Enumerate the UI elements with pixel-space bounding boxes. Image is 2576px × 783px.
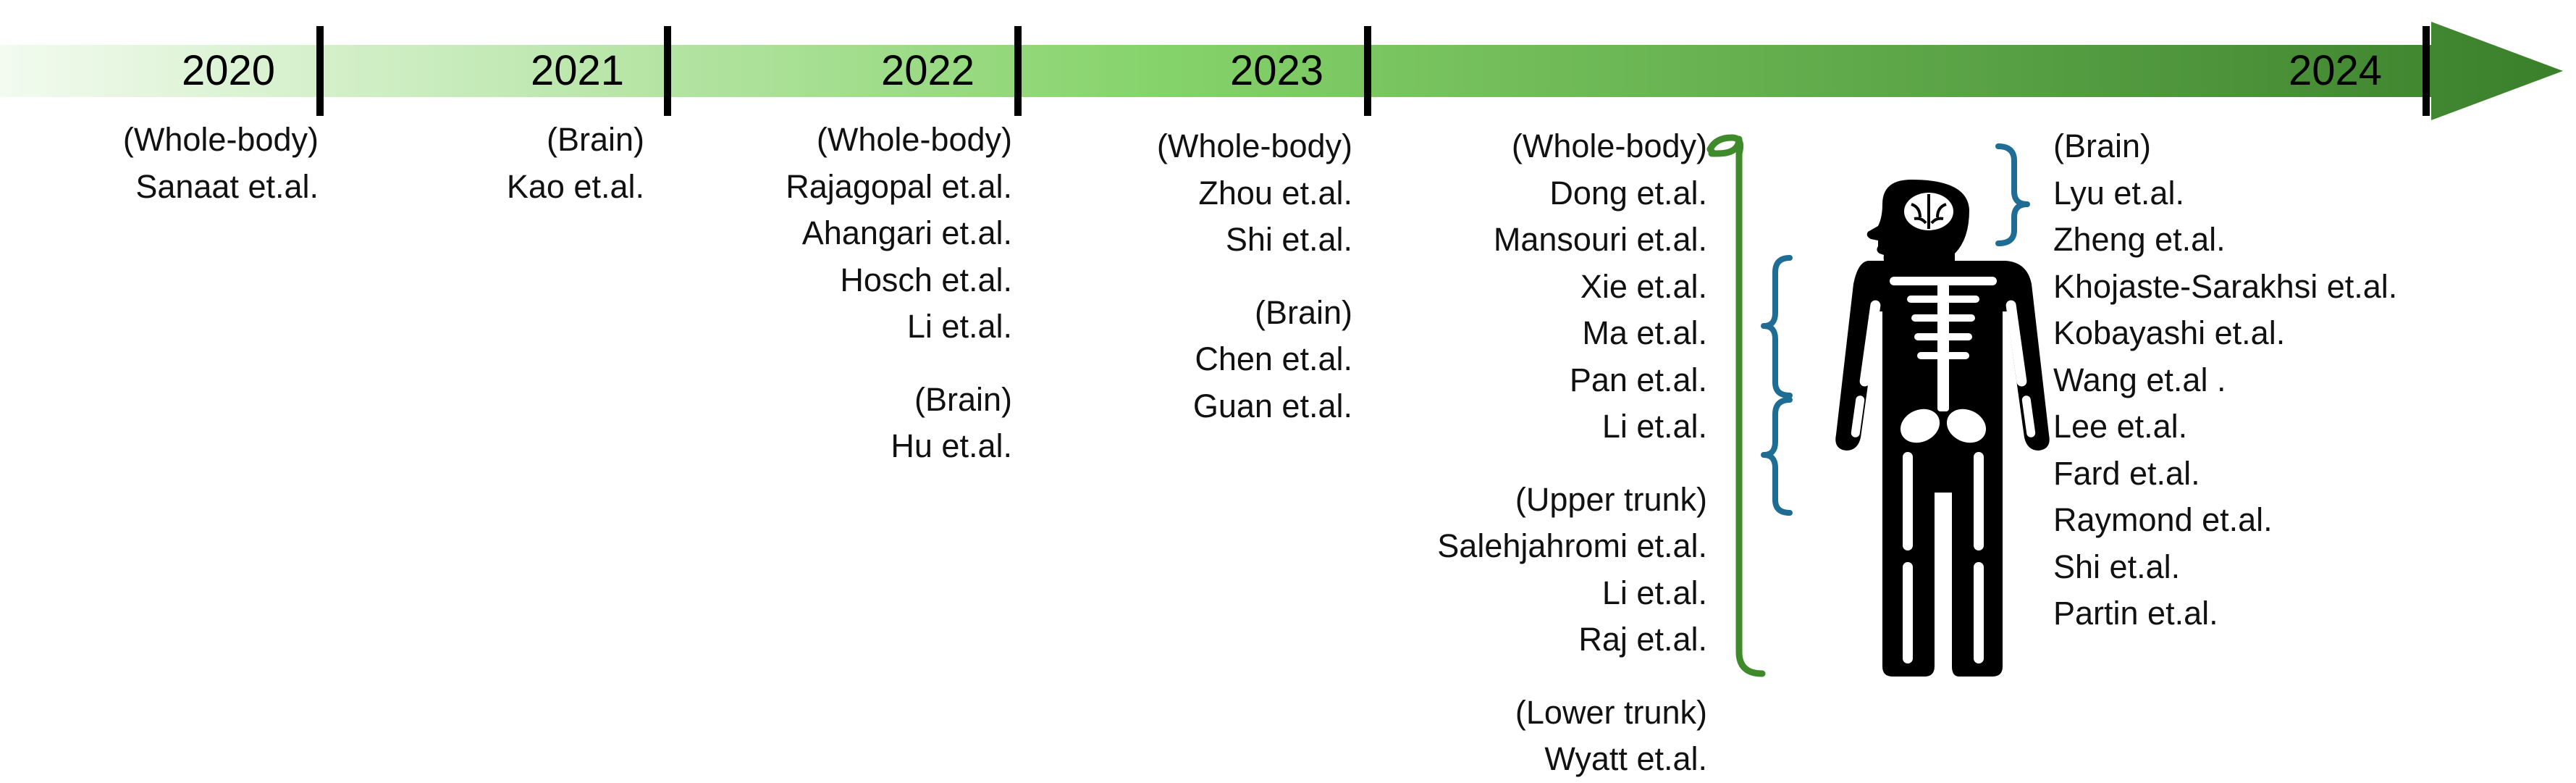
region-label: (Lower trunk) (1515, 693, 1707, 731)
brace-upper-trunk (1761, 255, 1793, 398)
author-entry: Salehjahromi et.al. (1437, 527, 1707, 564)
brace-lower-trunk (1761, 397, 1793, 516)
year-label-2020: 2020 (181, 47, 275, 94)
author-entry: Wyatt et.al. (1544, 740, 1707, 777)
divider-2024 (2423, 26, 2430, 116)
column-2023: (Whole-body) Zhou et.al. Shi et.al. (Brain)… (1157, 123, 1352, 430)
author-entry: Zheng et.al. (2053, 221, 2226, 258)
divider-2022 (1014, 26, 1022, 116)
author-entry: Ahangari et.al. (801, 214, 1012, 251)
author-entry: Chen et.al. (1195, 340, 1352, 377)
year-label-2022: 2022 (880, 47, 975, 94)
author-entry: Shi et.al. (1225, 221, 1352, 258)
year-dividers (316, 26, 2430, 116)
author-entry: Hosch et.al. (840, 261, 1012, 298)
region-label: (Brain) (1254, 293, 1352, 331)
author-entry: Sanaat et.al. (135, 167, 319, 205)
region-label: (Brain) (2053, 127, 2152, 164)
author-entry: Fard et.al. (2053, 454, 2200, 492)
year-label-2021: 2021 (530, 47, 624, 94)
author-entry: Kao et.al. (506, 167, 644, 205)
author-entry: Mansouri et.al. (1493, 221, 1707, 258)
body-region-braces (1761, 143, 2030, 516)
author-entry: Partin et.al. (2053, 595, 2218, 632)
author-entry: Zhou et.al. (1198, 174, 1352, 212)
timeline-arrow (0, 22, 2563, 120)
divider-2020 (316, 26, 324, 116)
region-label: (Whole-body) (1156, 127, 1352, 164)
region-label: (Whole-body) (1511, 127, 1707, 164)
author-entry: Rajagopal et.al. (786, 167, 1012, 205)
column-2024-left: (Whole-body) Dong et.al. Mansouri et.al. Xi… (1437, 123, 1707, 783)
column-2024-right: (Brain) Lyu et.al. Zheng et.al. Khojaste-Sa… (2053, 123, 2397, 637)
brace-brain (1995, 143, 2030, 246)
group-spacer (1437, 451, 1707, 477)
author-entry: Li et.al. (1601, 574, 1707, 611)
human-skeleton-icon (1835, 180, 2050, 677)
group-spacer (786, 351, 1012, 377)
divider-2023 (1364, 26, 1371, 116)
region-label: (Whole-body) (816, 121, 1012, 158)
whole-body-bracket (1706, 134, 1766, 677)
region-label: (Brain) (546, 121, 644, 158)
author-entry: Raymond et.al. (2053, 501, 2273, 538)
column-2020: (Whole-body) Sanaat et.al. (123, 117, 319, 210)
author-entry: Kobayashi et.al. (2053, 314, 2286, 351)
author-entry: Raj et.al. (1578, 621, 1707, 658)
author-entry: Dong et.al. (1549, 174, 1707, 212)
author-entry: Wang et.al . (2053, 361, 2226, 398)
author-entry: Lyu et.al. (2053, 174, 2184, 212)
author-entry: Guan et.al. (1192, 387, 1352, 424)
region-label: (Upper trunk) (1515, 480, 1707, 518)
column-2021: (Brain) Kao et.al. (507, 117, 644, 210)
author-entry: Li et.al. (906, 308, 1012, 345)
year-label-2024: 2024 (2288, 47, 2382, 94)
author-entry: Xie et.al. (1580, 267, 1707, 305)
year-label-2023: 2023 (1229, 47, 1323, 94)
region-label: (Brain) (914, 380, 1012, 418)
divider-2021 (664, 26, 671, 116)
author-entry: Shi et.al. (2053, 548, 2181, 585)
group-spacer (1437, 663, 1707, 690)
author-entry: Hu et.al. (891, 427, 1012, 464)
author-entry: Khojaste-Sarakhsi et.al. (2053, 267, 2398, 305)
region-label: (Whole-body) (122, 121, 319, 158)
group-spacer (1157, 264, 1352, 290)
brain-head-icon (1866, 180, 1969, 282)
author-entry: Pan et.al. (1569, 361, 1707, 398)
author-entry: Ma et.al. (1582, 314, 1707, 351)
column-2022: (Whole-body) Rajagopal et.al. Ahangari et.… (786, 117, 1012, 470)
author-entry: Li et.al. (1601, 408, 1707, 445)
author-entry: Lee et.al. (2053, 408, 2188, 445)
